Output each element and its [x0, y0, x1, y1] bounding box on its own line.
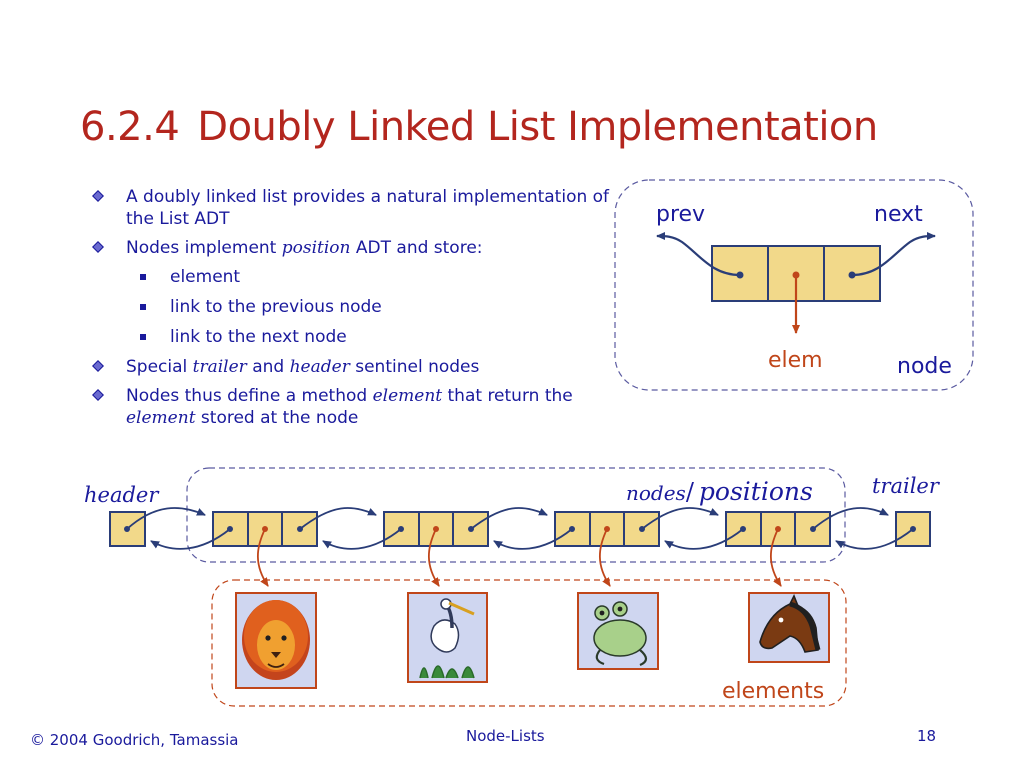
sub-bullet-1: element	[90, 266, 620, 288]
lion-icon	[235, 592, 317, 689]
square-bullet-icon	[140, 304, 146, 310]
page-number: 18	[917, 727, 937, 745]
horse-icon	[748, 592, 830, 663]
next-pointer-dot	[848, 271, 856, 279]
bullet-list: A doubly linked list provides a natural …	[90, 186, 620, 436]
footer-copyright: © 2004 Goodrich, Tamassia	[30, 731, 239, 749]
link-next-4-to-trailer	[812, 507, 889, 530]
node-1-prev-dot	[227, 526, 233, 532]
node-links	[126, 507, 914, 550]
bullet-3-text-end: sentinel nodes	[349, 357, 480, 377]
link-prev-trailer-to-4	[835, 528, 914, 550]
bullet-4-text-mid: that return the	[442, 386, 573, 406]
elem-link-2	[427, 528, 440, 587]
bullet-3-text: Special	[126, 357, 193, 377]
pointer-dots	[227, 526, 816, 532]
diamond-bullet-icon	[92, 241, 104, 253]
title-text: Doubly Linked List Implementation	[197, 104, 878, 150]
list-node-4	[725, 511, 831, 547]
diamond-bullet-icon	[92, 389, 104, 401]
sub-bullet-2-text: link to the previous node	[170, 297, 382, 317]
prev-link-arrow	[656, 232, 741, 277]
bullet-4-italic-1: element	[372, 386, 443, 406]
list-node-1	[212, 511, 318, 547]
element-dots	[262, 526, 781, 532]
elem-link-1	[256, 528, 269, 587]
bullet-2-italic: position	[281, 238, 351, 258]
trailer-label: trailer	[872, 474, 941, 498]
nodes-label: nodes	[626, 481, 686, 505]
elem-link-4	[769, 528, 782, 587]
sub-bullet-2: link to the previous node	[90, 296, 620, 318]
frog-icon	[577, 592, 659, 670]
node-1-elem-dot	[262, 526, 268, 532]
bullet-1: A doubly linked list provides a natural …	[90, 186, 620, 230]
square-bullet-icon	[140, 274, 146, 280]
elements-box	[211, 579, 847, 707]
sub-bullet-3-text: link to the next node	[170, 327, 347, 347]
bullet-4-italic-2: element	[126, 408, 196, 428]
bullet-3-italic-header: header	[289, 357, 350, 377]
link-next-3-to-4	[641, 507, 719, 530]
positions-label: positions	[699, 477, 813, 506]
sub-bullet-3: link to the next node	[90, 326, 620, 348]
next-label: next	[874, 202, 923, 227]
node-2-prev-dot	[398, 526, 404, 532]
bullet-1-text: A doubly linked list provides a natural …	[126, 187, 610, 229]
bullet-2-text-end: ADT and store:	[350, 238, 483, 258]
header-sentinel-node	[109, 511, 146, 547]
section-number: 6.2.4	[80, 104, 180, 150]
link-prev-2-to-1	[322, 528, 402, 550]
bullet-3-text-mid: and	[246, 357, 290, 377]
elements-label: elements	[722, 679, 824, 704]
node-label: node	[897, 354, 952, 379]
heron-icon	[407, 592, 488, 683]
slash-label: /	[686, 478, 695, 506]
list-diagram: header trailer nodes/positions elements	[84, 467, 941, 707]
bullet-2: Nodes implement position ADT and store:	[90, 237, 620, 259]
node-3-prev-dot	[569, 526, 575, 532]
bullet-3: Special trailer and header sentinel node…	[90, 356, 620, 378]
node-1-next-dot	[297, 526, 303, 532]
node-2-next-dot	[468, 526, 474, 532]
prev-cell	[711, 245, 769, 302]
header-label: header	[84, 483, 160, 507]
node-4-prev-dot	[740, 526, 746, 532]
link-next-header-to-1	[126, 507, 206, 530]
node-diagram: prev next elem node	[614, 179, 974, 391]
elem-label: elem	[768, 348, 823, 373]
link-next-2-to-3	[470, 507, 548, 530]
bullet-4-text: Nodes thus define a method	[126, 386, 373, 406]
diamond-bullet-icon	[92, 360, 104, 372]
elem-pointer-dot	[792, 271, 800, 279]
footer-title: Node-Lists	[466, 727, 545, 745]
sub-bullet-1-text: element	[170, 267, 241, 287]
link-prev-1-to-header	[150, 528, 231, 550]
link-prev-3-to-2	[493, 528, 573, 550]
link-prev-4-to-3	[664, 528, 744, 550]
node-3-elem-dot	[604, 526, 610, 532]
square-bullet-icon	[140, 334, 146, 340]
node-4-next-dot	[810, 526, 816, 532]
elem-link-3	[598, 528, 611, 587]
diamond-bullet-icon	[92, 190, 104, 202]
node-diagram-box	[614, 179, 974, 391]
slide-title: 6.2.4 Doubly Linked List Implementation	[80, 104, 878, 150]
positions-box	[186, 467, 846, 563]
bullet-3-italic-trailer: trailer	[192, 357, 247, 377]
prev-pointer-dot	[736, 271, 744, 279]
prev-label: prev	[656, 202, 705, 227]
nodes-positions-label: nodes/positions	[626, 477, 813, 506]
node-2-elem-dot	[433, 526, 439, 532]
element-links	[256, 528, 782, 587]
next-link-arrow	[851, 232, 936, 277]
node-4-elem-dot	[775, 526, 781, 532]
bullet-4: Nodes thus define a method element that …	[90, 385, 620, 429]
bullet-4-text-end: stored at the node	[195, 408, 359, 428]
list-node-2-elem	[418, 511, 454, 547]
link-next-1-to-2	[299, 507, 377, 530]
node-3-next-dot	[639, 526, 645, 532]
bullet-2-text: Nodes implement	[126, 238, 282, 258]
